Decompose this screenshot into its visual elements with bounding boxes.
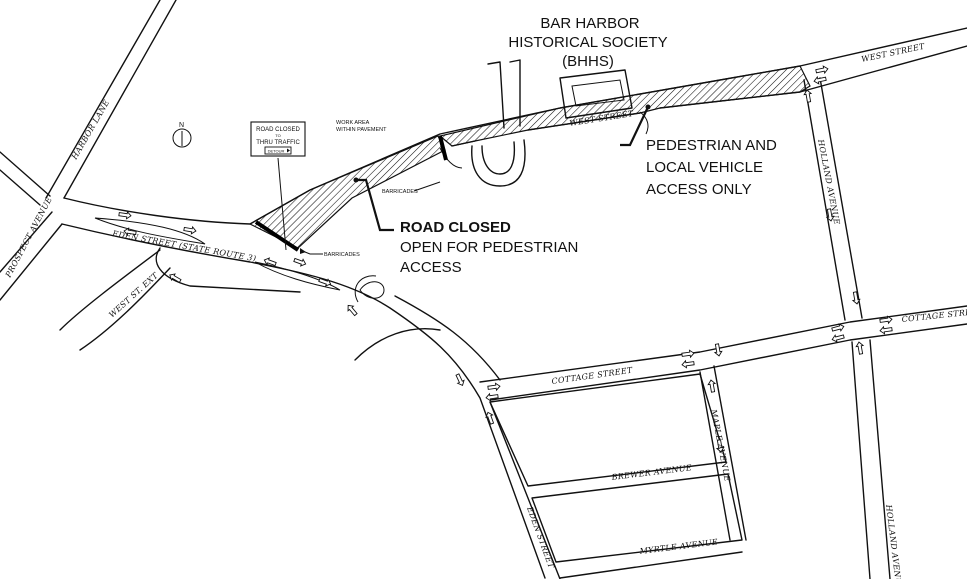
barricades-label-lower: BARRICADES [324, 252, 360, 258]
arrow [707, 379, 717, 393]
bhhs-driveway-north [487, 59, 521, 129]
block-south [531, 473, 743, 563]
sign-post [277, 157, 287, 251]
prospect-avenue-road [0, 211, 53, 273]
north-arrow: N [172, 122, 192, 148]
barricades-arrowhead [300, 248, 306, 254]
arrow [183, 225, 197, 235]
street-label-eden-street-route: EDEN STREET (STATE ROUTE 3) [111, 229, 257, 263]
west-entry-road-edge [0, 169, 41, 206]
west-entry-road [0, 151, 51, 197]
arrow [855, 341, 865, 355]
road-closure-area [248, 65, 811, 252]
pedestrian-leader [620, 106, 649, 147]
holland-avenue-east-edge [819, 77, 891, 579]
arrow [814, 64, 830, 76]
cottage-street-north-edge [479, 305, 967, 383]
north-label: N [179, 122, 184, 129]
eden-street-upper-edge [63, 27, 967, 225]
work-area-line-1: WORK AREA [336, 120, 370, 126]
pedestrian-leader-dot [645, 104, 651, 110]
block-north [489, 373, 727, 487]
road-closed-line-2: OPEN FOR PEDESTRIAN [400, 239, 578, 256]
detour-arrow-icon [287, 148, 290, 153]
road-closed-leader [356, 178, 394, 232]
sign-line-2: TO [275, 133, 280, 138]
annotations: WORK AREA WITHIN PAVEMENT BARRICADES BAR… [299, 15, 777, 276]
west-st-ext-road-edge-2 [79, 267, 171, 351]
block-bottom [559, 551, 743, 579]
pedestrian-line-2: LOCAL VEHICLE [646, 159, 763, 176]
work-area-line-2: WITHIN PAVEMENT [336, 127, 387, 133]
curb-loop [354, 275, 377, 303]
eden-street-east-edge [489, 401, 561, 579]
detour-plate [264, 146, 292, 155]
maple-avenue-west-edge [699, 371, 731, 541]
arrow [345, 302, 359, 318]
arrow [879, 325, 893, 335]
street-label-west-st-ext: WEST ST. EXT [107, 271, 160, 320]
barricade-upper [438, 135, 448, 161]
traffic-island [359, 281, 385, 299]
arrow [803, 89, 813, 103]
harbor-lane-road-edge [63, 0, 177, 199]
road-closed-title: ROAD CLOSED [400, 219, 511, 236]
road-closed-sign: ROAD CLOSED TO THRU TRAFFIC DETOUR [250, 121, 306, 157]
maple-avenue-east-edge [713, 365, 747, 541]
street-label-cottage-street-east: COTTAGE STREET [901, 306, 967, 324]
west-st-ext-road-edge [59, 249, 161, 331]
pedestrian-line-3: ACCESS ONLY [646, 181, 752, 198]
bhhs-driveway-loop [471, 139, 526, 187]
cottage-street-south-edge [489, 323, 967, 401]
barricades-label-upper: BARRICADES [382, 189, 418, 195]
bhhs-entry-curb [639, 111, 649, 135]
barricade-diagonal [254, 220, 300, 252]
arrow [292, 256, 308, 268]
street-label-cottage-street-west: COTTAGE STREET [551, 366, 633, 386]
arrow [681, 359, 695, 369]
south-curve-road [354, 328, 441, 361]
arrow [453, 372, 467, 388]
pedestrian-line-1: PEDESTRIAN AND [646, 137, 777, 154]
arrow [713, 343, 723, 357]
street-label-prospect-avenue: PROSPECT AVENUE [3, 195, 54, 279]
harbor-lane-road [45, 0, 161, 199]
landmark-line-2: HISTORICAL SOCIETY [508, 34, 667, 51]
road-closed-leader-dot [353, 177, 359, 183]
holland-avenue-west-edge [803, 79, 871, 579]
arrow [487, 382, 501, 392]
eden-street-lower-edge [61, 223, 546, 579]
barricades-leader-upper [413, 181, 441, 192]
arrow [681, 349, 695, 359]
arrow [812, 74, 828, 86]
sign-line-1: ROAD CLOSED [256, 127, 300, 133]
bhhs-driveway-inner [481, 141, 516, 175]
sign-line-3: THRU TRAFFIC [256, 140, 300, 146]
detour-label: DETOUR [268, 149, 285, 154]
landmark-line-1: BAR HARBOR [540, 15, 639, 32]
west-street-hatch [438, 65, 811, 147]
street-label-eden-street: EDEN STREET [525, 505, 556, 570]
prospect-avenue-road-edge [0, 223, 63, 301]
road-closed-line-3: ACCESS [400, 259, 462, 276]
street-label-myrtle-avenue: MYRTLE AVENUE [638, 537, 718, 556]
street-labels: HARBOR LANE PROSPECT AVENUE EDEN STREET … [3, 42, 967, 579]
eden-street-south-edge [394, 295, 501, 381]
median-island-2 [254, 261, 341, 291]
landmark-line-3: (BHHS) [562, 53, 614, 70]
